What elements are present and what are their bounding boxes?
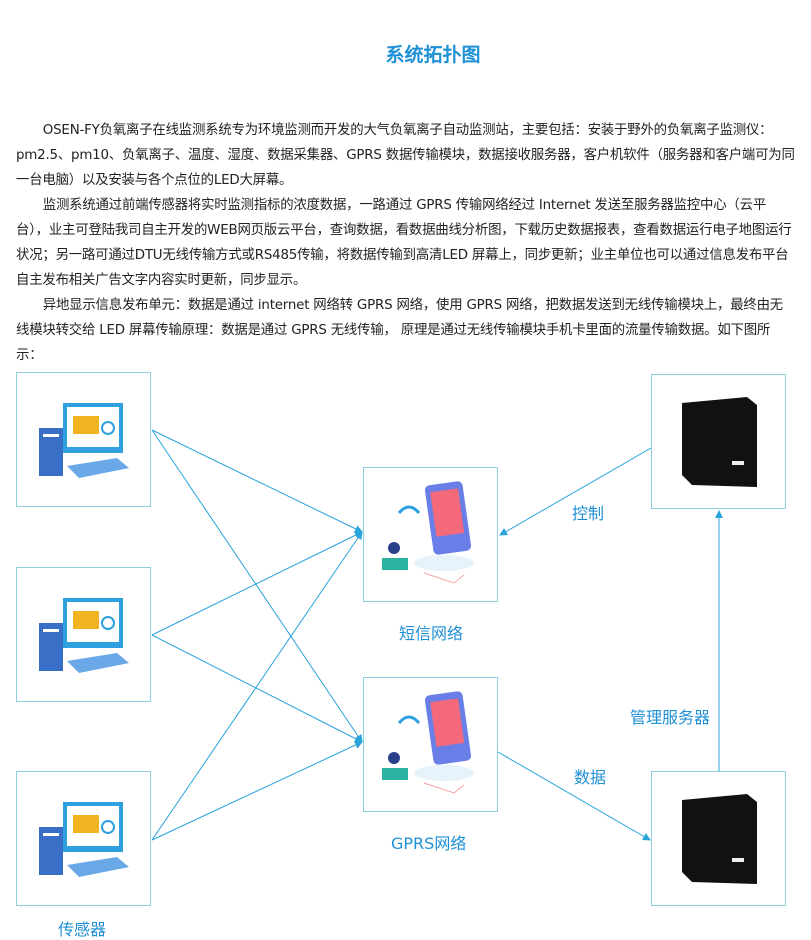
data-label: 数据 bbox=[574, 768, 607, 787]
server-tower-icon bbox=[682, 794, 757, 884]
control-server-box bbox=[651, 374, 786, 509]
client-computer-box bbox=[16, 372, 151, 507]
sensor-label: 传感器 bbox=[58, 920, 107, 939]
page-title: 系统拓扑图 bbox=[385, 44, 481, 66]
client-computer-box bbox=[16, 771, 151, 906]
management-server-box bbox=[651, 771, 786, 906]
control-label: 控制 bbox=[572, 504, 605, 523]
client-computer-box bbox=[16, 567, 151, 702]
gprs-network-box bbox=[363, 677, 498, 812]
computer-icon bbox=[39, 802, 129, 877]
management-server-label: 管理服务器 bbox=[630, 708, 711, 727]
server-tower-icon bbox=[682, 397, 757, 487]
network-device-icon bbox=[382, 691, 474, 794]
gprs-network-label: GPRS网络 bbox=[391, 834, 467, 853]
sms-network-label: 短信网络 bbox=[399, 624, 464, 643]
paragraph: OSEN-FY负氧离子在线监测系统专为环境监测而开发的大气负氧离子自动监测站，主… bbox=[16, 123, 795, 188]
computer-icon bbox=[39, 598, 129, 673]
paragraph: 监测系统通过前端传感器将实时监测指标的浓度数据，一路通过 GPRS 传输网络经过… bbox=[16, 198, 792, 288]
paragraph: 异地显示信息发布单元：数据是通过 internet 网络转 GPRS 网络，使用… bbox=[16, 298, 783, 363]
intro-text: OSEN-FY负氧离子在线监测系统专为环境监测而开发的大气负氧离子自动监测站，主… bbox=[16, 118, 796, 368]
network-device-icon bbox=[382, 481, 474, 584]
computer-icon bbox=[39, 403, 129, 478]
sms-network-box bbox=[363, 467, 498, 602]
